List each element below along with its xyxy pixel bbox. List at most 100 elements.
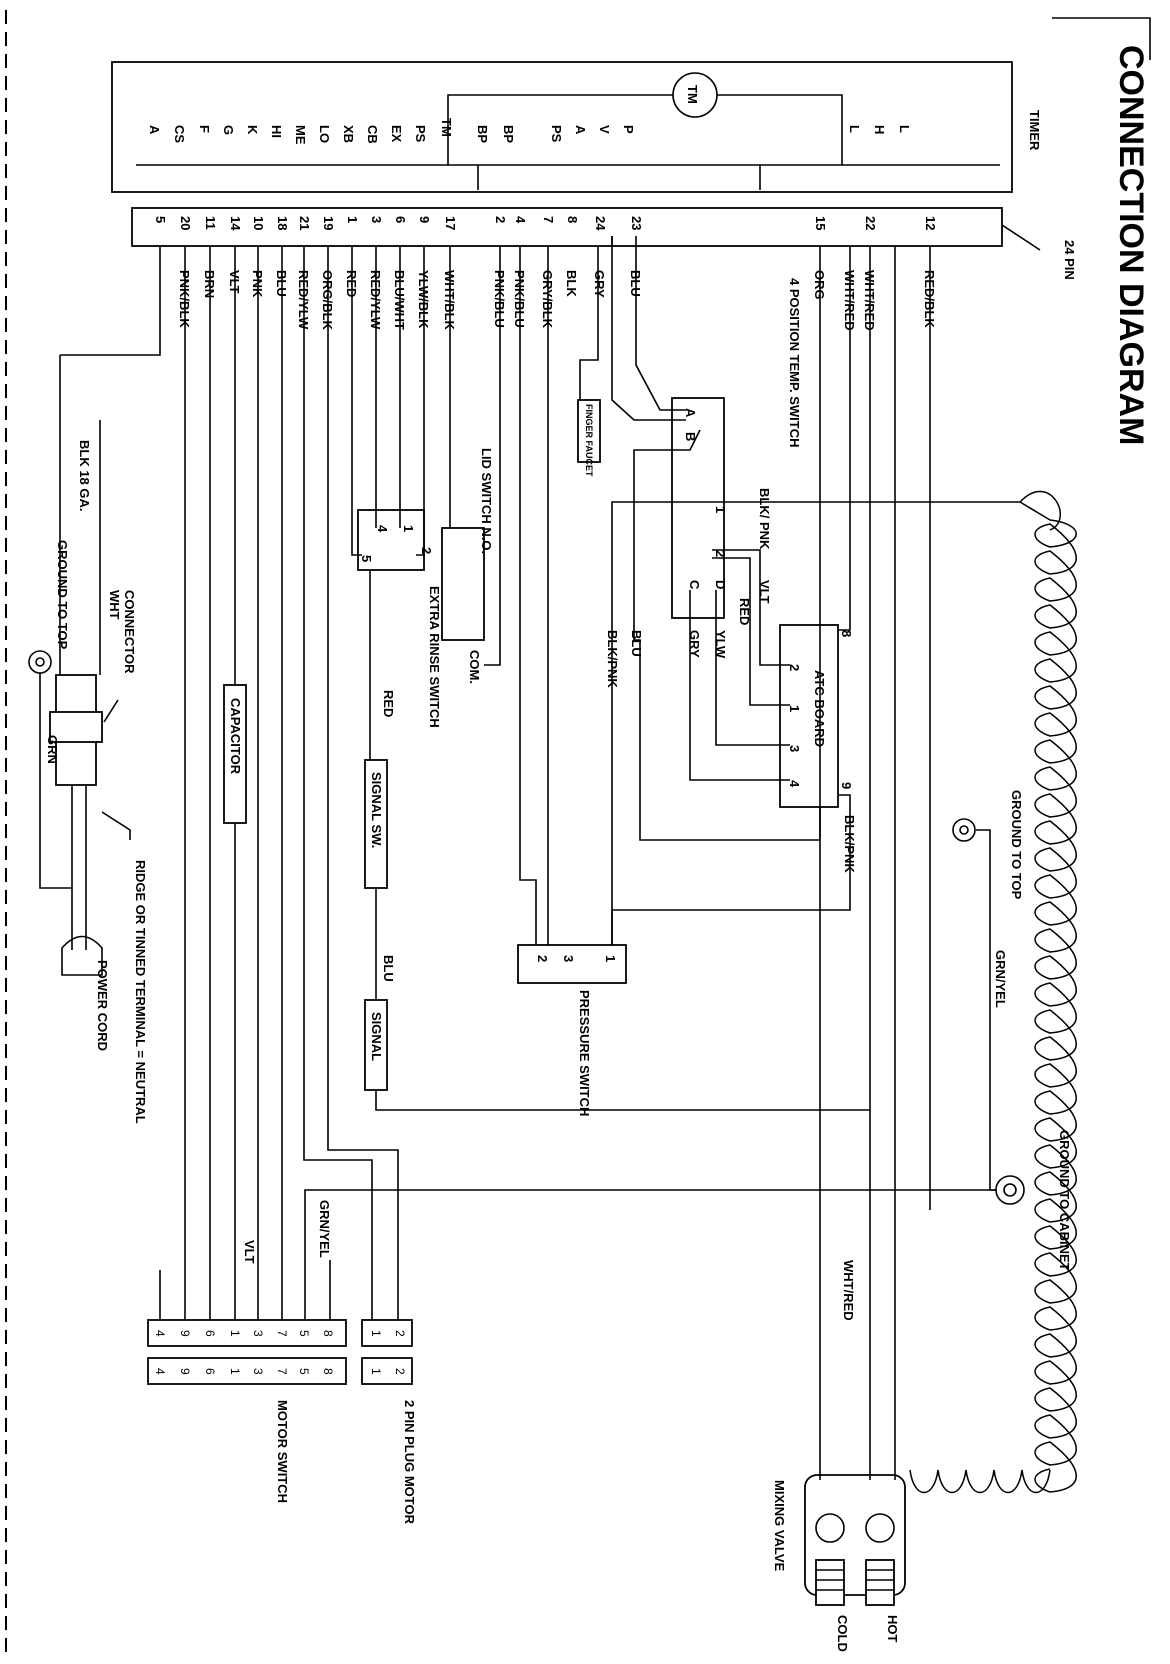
motor-switch-pin-text: 3 (251, 1330, 265, 1337)
wire-label-wht: WHT (107, 590, 122, 620)
ground-top-wire (976, 829, 991, 1100)
motor-switch-pin: 7 (275, 1368, 289, 1375)
connector-pin-text: 12 (923, 216, 938, 230)
connector-pin-number: 20 (178, 216, 193, 230)
atc-term: 8 (839, 630, 854, 637)
motor-switch-label: MOTOR SWITCH (275, 1400, 290, 1503)
motor-switch-pin: 5 (297, 1330, 311, 1337)
lid-com-label: COM. (467, 650, 482, 684)
timer-term: BP (501, 125, 516, 143)
page-title: CONNECTION DIAGRAM (1112, 45, 1150, 445)
rinse-term: 1 (401, 525, 416, 532)
plug-pin: 2 (393, 1330, 407, 1337)
connector-pin-number: 1 (345, 216, 360, 223)
connector-pin-number: 15 (813, 216, 828, 230)
timer-motor-label: TM (685, 85, 700, 104)
wire-label: GRN/YEL (317, 1200, 332, 1258)
plug-pin: 1 (369, 1330, 383, 1337)
connector-pin-number: 12 (923, 216, 938, 230)
motor-switch-pin-text: 5 (297, 1368, 311, 1375)
temp-term: D (713, 580, 728, 589)
atc-term: 4 (787, 780, 802, 788)
connector-pin-number: 3 (369, 216, 384, 223)
timer-term: ME (293, 125, 308, 145)
connector-pin-number: 19 (321, 216, 336, 230)
connector-pin-number: 8 (565, 216, 580, 223)
capacitor-label: CAPACITOR (228, 698, 243, 775)
timer-term: V (597, 125, 612, 134)
connector-24-leader (1001, 224, 1041, 251)
connector-pin-text: 23 (629, 216, 644, 230)
motor-switch-connector-a (147, 1319, 347, 1347)
timer-term: K (245, 125, 260, 135)
ground-top-ring (952, 818, 976, 842)
motor-switch-pin-text: 1 (228, 1368, 242, 1375)
ground-cabinet-label: GROUND TO CABINET (1057, 1130, 1072, 1271)
harness-wire-label: BLK (564, 270, 579, 297)
connector-pin-text: 22 (863, 216, 878, 230)
plug-pin: 2 (393, 1368, 407, 1375)
signal-switch-label: SIGNAL SW. (369, 772, 384, 848)
cold-label: COLD (835, 1615, 850, 1652)
motor-switch-pin-text: 3 (251, 1368, 265, 1375)
temp-term: 1 (713, 506, 728, 513)
connector-pin-text: 11 (203, 216, 218, 230)
wire-label: RED (381, 690, 396, 717)
pressure-term: 2 (535, 955, 550, 962)
ground-cabinet-ring (995, 1175, 1025, 1205)
timer-term: PS (549, 125, 564, 143)
harness-wire-text: BLK (564, 270, 579, 297)
connector-pin-number: 9 (417, 216, 432, 223)
harness-wire-text: GRY (592, 270, 607, 298)
connector-pin-text: 5 (153, 216, 168, 223)
atc-term: 9 (839, 782, 854, 789)
wire-label: WHT/RED (841, 1260, 856, 1321)
signal-label: SIGNAL (369, 1012, 384, 1061)
connector-pin-text: 17 (443, 216, 458, 230)
motor-switch-pin: 9 (178, 1330, 192, 1337)
motor-switch-pin-text: 4 (153, 1368, 167, 1375)
harness-wire-label: GRY (592, 270, 607, 298)
connector-pin-text: 15 (813, 216, 828, 230)
ground-top-label: GROUND TO TOP (1009, 790, 1024, 900)
timer-term: P (621, 125, 636, 134)
connector-label: CONNECTOR (122, 590, 137, 674)
timer-motor-wire-right (717, 94, 843, 165)
connector-pin-number: 11 (203, 216, 218, 230)
plug-motor-connector-b (361, 1357, 413, 1385)
motor-switch-pin: 7 (275, 1330, 289, 1337)
connector-pin-text: 6 (393, 216, 408, 223)
motor-switch-pin: 4 (153, 1368, 167, 1375)
power-cord-label: POWER CORD (95, 960, 110, 1051)
temp-term: A (683, 408, 698, 418)
connector-pin-text: 9 (417, 216, 432, 223)
connector-pin-text: 1 (345, 216, 360, 223)
connector-pin-text: 10 (251, 216, 266, 230)
wire-label: RED (737, 598, 752, 625)
lid-switch-box (441, 527, 485, 641)
connector-pin-number: 5 (153, 216, 168, 223)
motor-switch-pin: 8 (321, 1368, 335, 1375)
coiled-ground-wire (909, 490, 1077, 1493)
connector-pin-number: 10 (251, 216, 266, 230)
wire-label: BLU (629, 630, 644, 657)
wire-label: BLU (381, 955, 396, 982)
mixing-valve (804, 1474, 906, 1606)
atc-term: 1 (787, 705, 802, 712)
timer-term: CS (172, 125, 187, 143)
rinse-term: 2 (419, 547, 434, 554)
motor-switch-connector-b (147, 1357, 347, 1385)
connector-pin-number: 4 (513, 216, 528, 224)
pressure-term: 3 (561, 955, 576, 962)
connector-pin-text: 21 (297, 216, 312, 230)
timer-label: TIMER (1027, 110, 1042, 151)
connector-pin-text: 3 (369, 216, 384, 223)
connector-pin-number: 6 (393, 216, 408, 223)
plug-pin: 1 (369, 1368, 383, 1375)
wire-label: BLK/ PNK (757, 488, 772, 550)
ground-top2-ring (28, 650, 52, 674)
timer-term: A (147, 125, 162, 135)
